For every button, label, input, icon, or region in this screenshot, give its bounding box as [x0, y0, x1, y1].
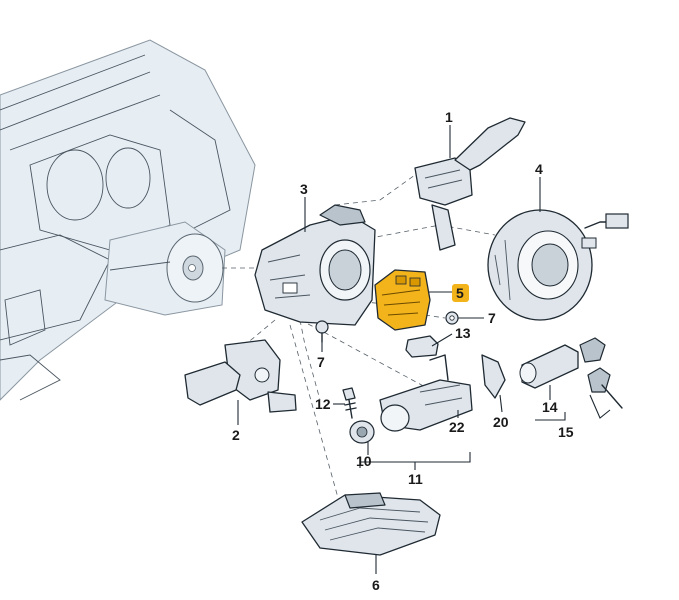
part-15-keys	[579, 337, 623, 409]
label-part-15: 15	[558, 424, 574, 440]
label-part-22: 22	[449, 419, 465, 435]
dashboard-background	[0, 39, 256, 401]
label-part-6: 6	[372, 577, 380, 593]
part-3-switch-housing	[254, 204, 376, 326]
label-part-14: 14	[542, 399, 558, 415]
part-13-connector	[405, 335, 439, 358]
part-7-screw-right	[445, 311, 459, 325]
label-part-11: 11	[408, 471, 423, 487]
part-14-lock-cylinder	[519, 344, 579, 389]
label-part-2: 2	[232, 427, 240, 443]
label-part-5: 5	[456, 285, 464, 301]
part-12-shear-bolt	[342, 387, 357, 419]
leader-lines	[237, 125, 611, 574]
part-22-lock-housing	[379, 354, 473, 432]
part-6-electronics-module	[301, 492, 441, 556]
label-part-7-right: 7	[488, 310, 496, 326]
label-part-3: 3	[300, 181, 308, 197]
part-10-lock-cylinder	[349, 420, 375, 444]
label-part-13: 13	[455, 325, 471, 341]
label-part-10: 10	[356, 453, 372, 469]
label-part-4: 4	[535, 161, 543, 177]
part-2-wiper-switch	[184, 339, 297, 413]
part-20-bracket	[481, 354, 506, 399]
part-7-screw-left	[315, 320, 329, 343]
label-part-5-badge	[452, 284, 469, 302]
label-part-7-left: 7	[317, 354, 325, 370]
label-part-20: 20	[493, 414, 509, 430]
part-labels: 1 3 4 5 7 7 13 2 12 10 22 20 14 15 11 6	[232, 109, 574, 593]
part-4-clock-spring	[487, 209, 629, 321]
label-part-1: 1	[445, 109, 453, 125]
part-1-turn-signal-switch	[414, 117, 526, 251]
label-part-12: 12	[315, 396, 331, 412]
part-5-control-unit	[374, 269, 431, 331]
